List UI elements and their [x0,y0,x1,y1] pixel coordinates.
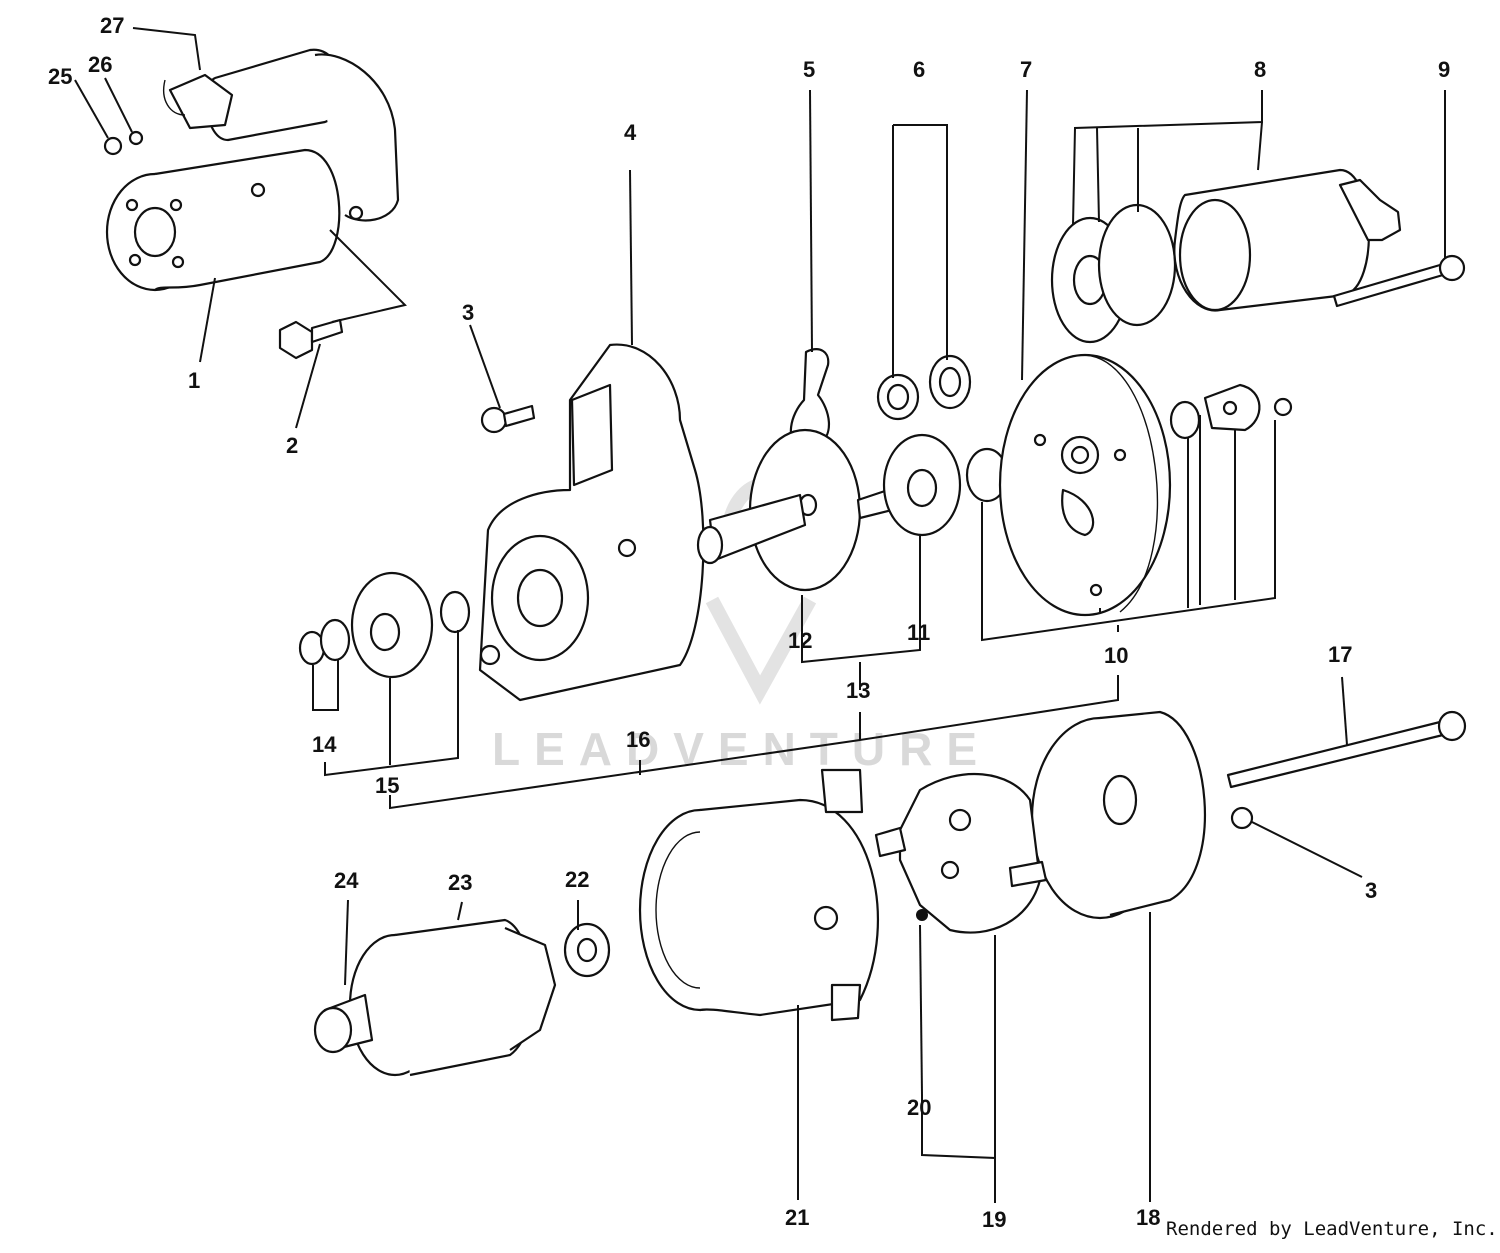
clutch-shaft-12 [696,428,894,592]
callout-11: 11 [907,620,930,645]
callout-8: 8 [1254,57,1266,82]
callout-13: 13 [846,678,870,703]
callout-22: 22 [565,867,589,892]
bolt-2 [278,318,344,360]
bolt-9 [1332,254,1466,308]
callout-labels: 27 26 25 1 2 3 4 5 6 7 8 9 12 11 10 13 1… [48,13,1450,1232]
callout-26: 26 [88,52,112,77]
callout-25: 25 [48,64,72,89]
washer-26 [128,130,144,146]
callout-23: 23 [448,870,472,895]
callout-12: 12 [788,628,812,653]
callout-2: 2 [286,433,298,458]
callout-10: 10 [1104,643,1128,668]
callout-16: 16 [626,727,650,752]
brush-holder-19 [874,772,1048,934]
callout-6: 6 [913,57,925,82]
callout-14: 14 [312,732,337,757]
solenoid-8 [1050,168,1402,344]
screw-3-lower [1230,806,1254,830]
starter-assembly [105,48,400,292]
end-cover-18 [1030,710,1206,920]
shift-lever-5 [789,348,831,452]
screw-3-upper [480,404,536,434]
watermark-text: LEADVENTURE [492,723,991,775]
through-bolt-17 [1226,710,1467,789]
callout-9: 9 [1438,57,1450,82]
drive-housing-4 [478,343,705,702]
callout-7: 7 [1020,57,1032,82]
rings-14 [298,618,351,666]
callout-15: 15 [375,773,399,798]
spring-6 [876,354,972,421]
nut-25 [103,136,123,156]
callout-20: 20 [907,1095,931,1120]
callout-17: 17 [1328,642,1352,667]
leader-lines [74,27,1446,1203]
callout-18: 18 [1136,1205,1160,1230]
callout-3-lower: 3 [1365,878,1377,903]
yoke-21 [638,768,879,1022]
pinion-15 [350,571,471,679]
callout-1: 1 [188,368,200,393]
callout-19: 19 [982,1207,1006,1232]
plate-10 [1169,383,1293,440]
callout-21: 21 [785,1205,809,1230]
callout-5: 5 [803,57,815,82]
end-frame-7 [998,353,1172,617]
render-credit: Rendered by LeadVenture, Inc. [1166,1218,1498,1240]
callout-24: 24 [334,868,359,893]
callout-4: 4 [624,120,637,145]
callout-27: 27 [100,13,124,38]
bearing-22 [563,922,611,978]
callout-3-upper: 3 [462,300,474,325]
armature-23 [313,918,557,1077]
gear-11 [882,433,962,537]
